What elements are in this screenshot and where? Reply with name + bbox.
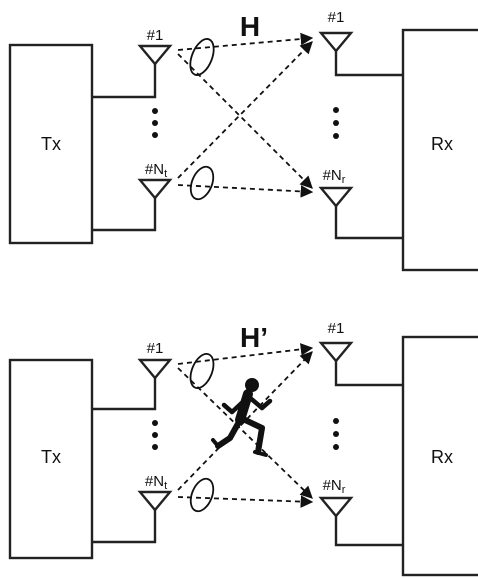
tx-ellipsis-dots: [152, 108, 158, 138]
tx-antenna-n-icon: [137, 178, 173, 200]
tx-ellipsis-dots: [152, 420, 158, 450]
link-n-to-n: [177, 495, 314, 508]
link-1-to-1: [177, 343, 314, 365]
rx-antenna-n-label: #Nr: [323, 477, 346, 496]
rx-antenna-1-wire: [334, 50, 403, 77]
rx-antenna-n-icon: [318, 186, 354, 208]
rx-label: Rx: [431, 134, 453, 154]
tx-antenna-1-wire: [92, 62, 157, 99]
rx-antenna-n-label: #Nr: [323, 167, 346, 186]
tx-antenna-1-label: #1: [147, 340, 164, 357]
rx-antenna-n-icon: [318, 496, 354, 518]
tx-antenna-1-icon: [137, 44, 173, 66]
tx-antenna-n-label: #Nt: [145, 473, 167, 492]
diagram-obstructed: Tx Rx #1 #Nt #1 #Nr H’: [8, 320, 478, 577]
tx-beam-n-ellipse: [189, 165, 215, 201]
tx-beam-n-ellipse: [189, 477, 215, 513]
signal-links: [177, 32, 314, 198]
rx-antenna-n-wire: [334, 515, 403, 547]
diagram-unobstructed: Tx Rx #1 #Nt #1 #Nr H: [8, 9, 478, 272]
tx-antenna-1-icon: [137, 358, 173, 380]
tx-box: [8, 43, 94, 245]
tx-beam-1-ellipse: [189, 352, 215, 390]
rx-antenna-1-wire: [334, 360, 403, 387]
signal-links: [177, 343, 314, 508]
rx-antenna-1-label: #1: [328, 9, 345, 26]
tx-antenna-n-label: #Nt: [145, 161, 167, 180]
tx-label: Tx: [41, 447, 61, 467]
link-1-to-n: [177, 367, 313, 499]
link-1-to-1: [177, 32, 314, 51]
channel-label: H: [240, 11, 260, 42]
tx-antenna-n-wire: [92, 509, 157, 544]
rx-antenna-1-icon: [318, 31, 354, 53]
rx-antenna-1-label: #1: [328, 320, 345, 337]
tx-antenna-1-wire: [92, 377, 157, 411]
tx-label: Tx: [41, 134, 61, 154]
channel-label: H’: [240, 322, 268, 353]
rx-antenna-n-wire: [334, 205, 403, 240]
tx-antenna-1-label: #1: [147, 27, 164, 44]
running-person-icon: [211, 378, 273, 457]
tx-antenna-n-icon: [137, 490, 173, 512]
rx-ellipsis-dots: [333, 418, 339, 450]
link-n-to-n: [177, 184, 314, 198]
rx-ellipsis-dots: [333, 107, 339, 139]
tx-box: [8, 358, 94, 560]
link-n-to-1: [177, 41, 313, 179]
rx-box: [401, 335, 478, 577]
rx-antenna-1-icon: [318, 341, 354, 363]
tx-beam-1-ellipse: [189, 38, 215, 76]
rx-label: Rx: [431, 447, 453, 467]
rx-box: [401, 28, 478, 272]
link-1-to-n: [177, 53, 313, 189]
tx-antenna-n-wire: [92, 196, 157, 232]
